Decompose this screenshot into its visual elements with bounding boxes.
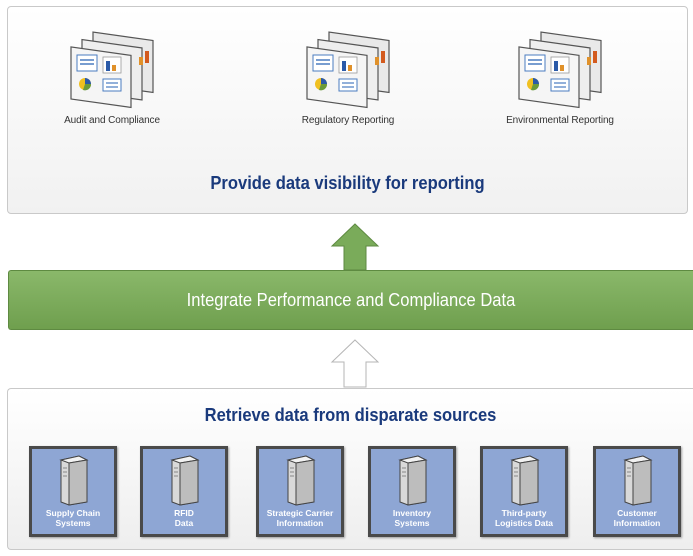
sources-title: Retrieve data from disparate sources xyxy=(204,405,497,425)
report-label: Environmental Reporting xyxy=(506,115,614,126)
report-label: Audit and Compliance xyxy=(64,115,160,126)
server-icon xyxy=(286,455,316,506)
source-label: Third-party Logistics Data xyxy=(494,508,554,528)
server-icon xyxy=(398,455,428,506)
source-rfid: RFID Data xyxy=(140,446,228,537)
source-inventory: Inventory Systems xyxy=(368,446,456,537)
green-up-arrow-icon xyxy=(330,223,380,271)
sources-panel: Retrieve data from disparate sources Sup… xyxy=(7,388,693,550)
integration-title: Integrate Performance and Compliance Dat… xyxy=(186,290,516,310)
source-label: Customer Information xyxy=(613,508,661,528)
server-icon xyxy=(170,455,200,506)
report-documents-icon xyxy=(70,31,154,109)
server-icon xyxy=(510,455,540,506)
source-label: RFID Data xyxy=(174,508,194,528)
source-strategic-carrier: Strategic Carrier Information xyxy=(256,446,344,537)
report-environmental: Environmental Reporting xyxy=(485,7,635,126)
source-label: Strategic Carrier Information xyxy=(266,508,334,528)
source-label: Supply Chain Systems xyxy=(45,508,101,528)
report-regulatory: Regulatory Reporting xyxy=(273,7,423,126)
integration-band: Integrate Performance and Compliance Dat… xyxy=(8,270,693,330)
report-audit-compliance: Audit and Compliance xyxy=(37,7,187,126)
source-third-party-logistics: Third-party Logistics Data xyxy=(480,446,568,537)
source-customer: Customer Information xyxy=(593,446,681,537)
source-label: Inventory Systems xyxy=(392,508,432,528)
report-documents-icon xyxy=(306,31,390,109)
server-icon xyxy=(59,455,89,506)
white-up-arrow-icon xyxy=(330,339,380,388)
reporting-title: Provide data visibility for reporting xyxy=(210,173,485,193)
report-label: Regulatory Reporting xyxy=(301,115,395,126)
reporting-panel: Audit and Compliance xyxy=(7,6,688,214)
report-documents-icon xyxy=(518,31,602,109)
server-icon xyxy=(623,455,653,506)
source-supply-chain: Supply Chain Systems xyxy=(29,446,117,537)
